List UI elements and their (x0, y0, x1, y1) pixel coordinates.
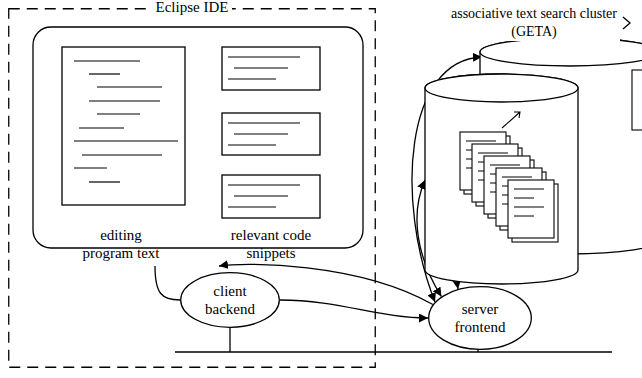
code-line (228, 206, 276, 207)
node-label: relevant code snippets (225, 226, 317, 262)
search-cluster: associative text search cluster (GETA) (400, 4, 642, 296)
node-label: server frontend (447, 300, 513, 336)
snippet-pane: relevant code snippets (215, 47, 327, 265)
code-line (234, 133, 288, 134)
document-line (490, 165, 520, 166)
node-outline (428, 286, 532, 350)
document-line (466, 141, 496, 142)
code-line (82, 154, 162, 155)
code-line (228, 78, 276, 79)
code-line (74, 60, 140, 61)
document-line (514, 207, 544, 208)
document (508, 180, 554, 238)
process-ellipse (429, 287, 532, 350)
bus-line (175, 351, 612, 352)
node-label: editing program text (75, 226, 167, 262)
program-document (62, 47, 185, 205)
ide-window (33, 27, 363, 248)
index-arrow (502, 112, 520, 128)
ide-frame: Eclipse IDEediting program textrelevant … (8, 8, 376, 368)
snippet-box (222, 47, 320, 90)
document-line (514, 216, 534, 217)
document-line (514, 189, 544, 190)
code-line (89, 73, 120, 74)
node-label: Eclipse IDE (152, 0, 233, 16)
node-label: associative text search cluster (GETA) (448, 5, 620, 41)
code-line (228, 184, 300, 185)
node-label: client backend (197, 282, 263, 318)
back-document (632, 70, 642, 130)
code-line (74, 167, 107, 168)
snippet-box (222, 175, 320, 218)
client-ellipse: client backend (180, 272, 280, 328)
code-line (234, 67, 288, 68)
dashed-boundary (9, 9, 376, 368)
connector (155, 266, 180, 300)
code-line (228, 56, 300, 57)
server-ellipse: server frontend (428, 286, 532, 350)
code-line (228, 144, 276, 145)
document-line (514, 198, 534, 199)
code-line (97, 113, 140, 114)
bus-drop (229, 326, 230, 352)
document-line (478, 153, 508, 154)
node-outline (400, 4, 642, 296)
front-cylinder-top (425, 74, 578, 102)
callout-chevron (623, 17, 630, 29)
snippet-box (222, 113, 320, 155)
node-outline (180, 272, 280, 328)
connector (280, 300, 428, 318)
code-line (74, 140, 178, 141)
code-line (89, 181, 120, 182)
code-line (97, 86, 162, 87)
editor-pane: editing program text (55, 47, 187, 265)
code-line (89, 100, 160, 101)
process-ellipse (181, 273, 280, 328)
front-cylinder (425, 74, 578, 284)
back-cylinder-top (480, 38, 642, 66)
code-line (228, 122, 300, 123)
code-line (234, 195, 288, 196)
document-line (502, 177, 532, 178)
code-line (79, 127, 124, 128)
